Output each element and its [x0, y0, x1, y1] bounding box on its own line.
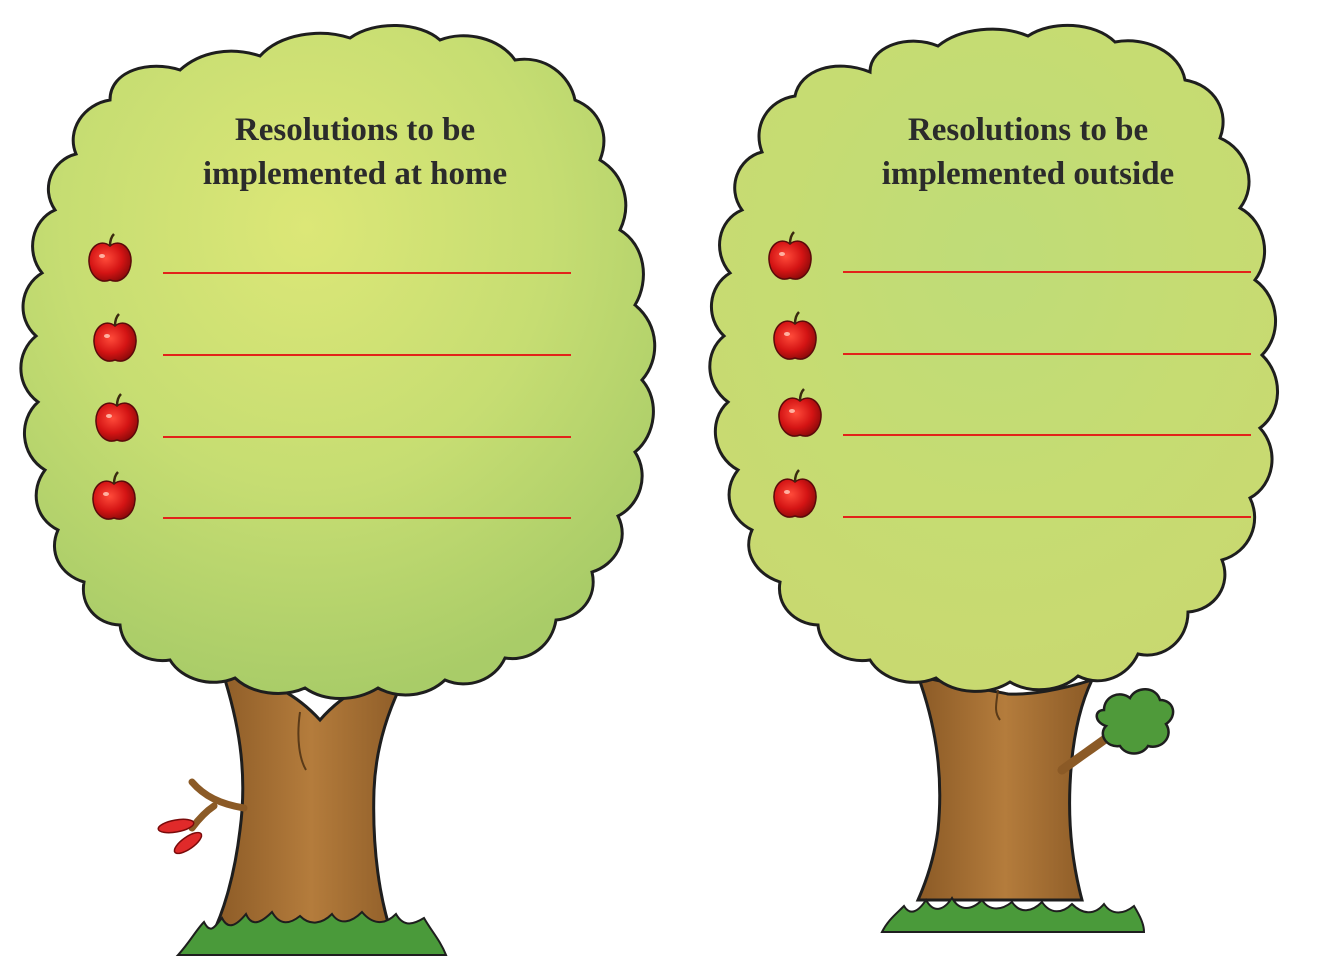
grass-tuft-left	[175, 910, 448, 956]
canopy-right	[708, 23, 1279, 693]
title-line-2: implemented outside	[881, 156, 1175, 192]
grass-tuft-right	[880, 896, 1146, 933]
tree-left	[19, 23, 657, 956]
apple-icon	[93, 313, 137, 362]
tree-right-title: Resolutions to be implemented outside	[830, 108, 1226, 196]
resolution-line-home-4[interactable]	[163, 517, 571, 519]
apple-icon	[773, 469, 817, 518]
resolution-line-outside-1[interactable]	[843, 271, 1251, 273]
apple-icon	[773, 311, 817, 360]
trunk-left	[209, 665, 414, 937]
resolution-line-home-3[interactable]	[163, 436, 571, 438]
resolution-line-outside-2[interactable]	[843, 353, 1251, 355]
apple-icon	[95, 393, 139, 442]
title-line-1: Resolutions to be	[234, 112, 476, 148]
tree-right	[708, 23, 1279, 933]
trunk-right	[915, 673, 1095, 902]
title-line-1: Resolutions to be	[907, 112, 1149, 148]
apple-icon	[92, 471, 136, 520]
resolution-line-outside-3[interactable]	[843, 434, 1251, 436]
apple-icon	[778, 388, 822, 437]
resolution-line-outside-4[interactable]	[843, 516, 1251, 518]
apple-icon	[88, 233, 132, 282]
resolution-line-home-2[interactable]	[163, 354, 571, 356]
branch-left	[188, 778, 248, 832]
red-leaves	[157, 818, 195, 834]
title-line-2: implemented at home	[202, 156, 508, 192]
canopy-left	[19, 23, 657, 700]
apple-icon	[768, 231, 812, 280]
leafy-branch	[1095, 688, 1175, 755]
tree-left-title: Resolutions to be implemented at home	[150, 108, 560, 196]
resolution-line-home-1[interactable]	[163, 272, 571, 274]
